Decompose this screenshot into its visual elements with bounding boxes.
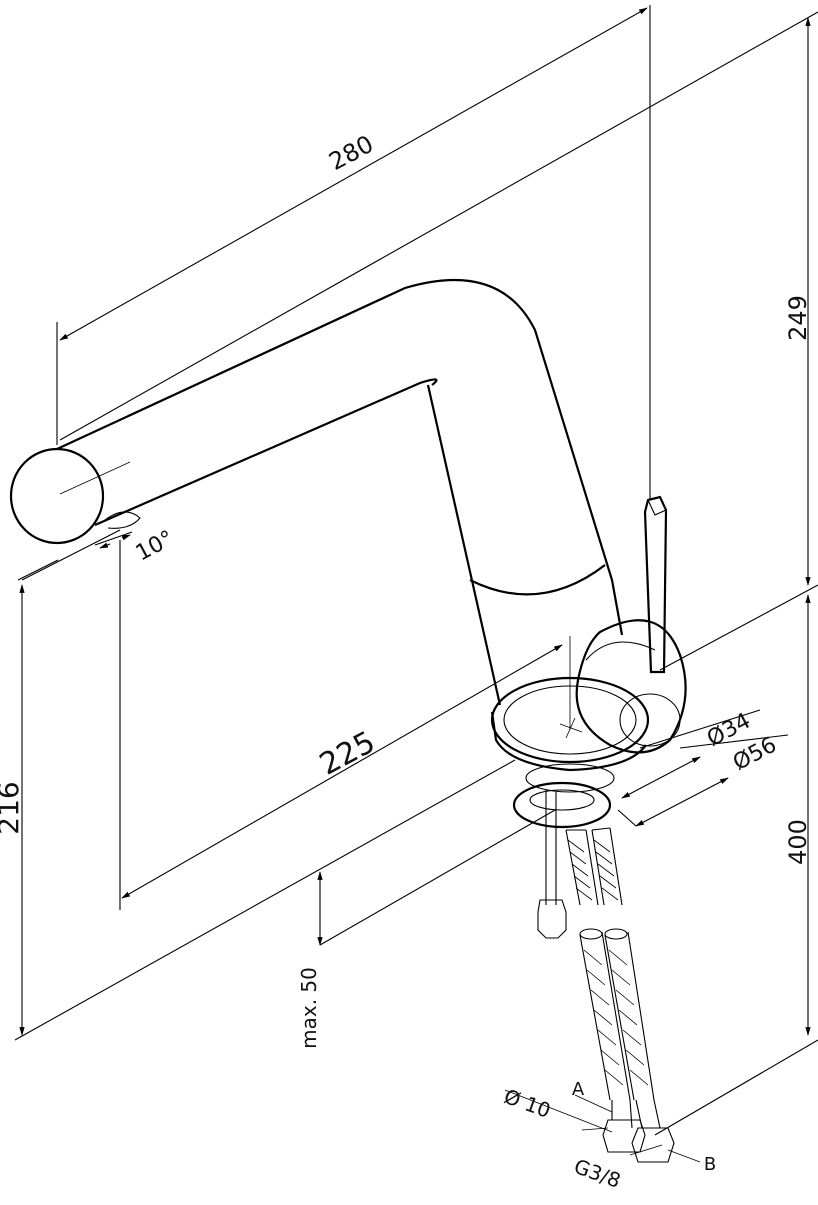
mounting-nut (525, 763, 615, 793)
lever-stick (643, 495, 668, 674)
rod-nut (537, 899, 567, 939)
spout-lower-outline (94, 378, 438, 527)
dimension-lines (14, 5, 818, 1163)
angle-10-label: 10° (132, 526, 178, 566)
inlet-a-label: A (572, 1079, 585, 1100)
dim-225-label: 225 (314, 725, 381, 783)
thread-label: G3/8 (571, 1154, 624, 1193)
connector-b (631, 1127, 675, 1163)
inlet-b-label: B (704, 1154, 716, 1175)
lever-handle (575, 495, 687, 754)
aerator (104, 511, 141, 529)
lever-hub (575, 619, 687, 754)
connector-a (602, 1119, 646, 1153)
spout-upper-outline (56, 278, 614, 581)
lever-hub-face (619, 693, 681, 747)
hose-diameter-label: Ø 10 (501, 1084, 554, 1123)
dim-216-label: 216 (0, 781, 25, 834)
spout-end-cap (9, 447, 105, 545)
flex-hoses (565, 827, 675, 1163)
dim-249-label: 249 (784, 295, 812, 341)
dim-max50-label: max. 50 (297, 967, 321, 1049)
faucet-base (490, 636, 650, 829)
dim-280-label: 280 (324, 130, 378, 176)
faucet-body (9, 278, 624, 706)
dim-400-label: 400 (784, 819, 812, 865)
body-inner-line (426, 384, 502, 706)
body-band (469, 564, 606, 596)
